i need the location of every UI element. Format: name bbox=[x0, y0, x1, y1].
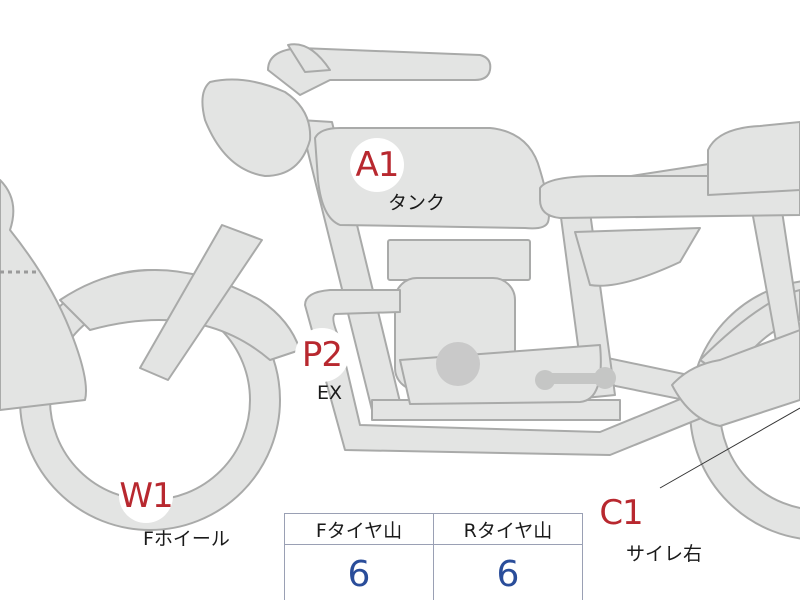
front-object bbox=[0, 179, 87, 411]
marker-p2-code: P2 bbox=[301, 335, 343, 375]
c1-leader-line bbox=[659, 407, 800, 489]
marker-p2-label: EX bbox=[317, 382, 343, 404]
tire-table-header-row: Fタイヤ山 Rタイヤ山 bbox=[284, 513, 583, 545]
marker-c1-code: C1 bbox=[599, 493, 643, 533]
rear-tire-value: 6 bbox=[433, 544, 583, 600]
front-tire-header: Fタイヤ山 bbox=[284, 513, 434, 545]
engine-head bbox=[387, 239, 531, 281]
front-fork bbox=[139, 224, 263, 381]
silencer bbox=[671, 329, 800, 427]
marker-c1: C1 bbox=[594, 486, 648, 540]
seat-hump bbox=[707, 121, 800, 196]
tire-table-value-row: 6 6 bbox=[284, 544, 583, 600]
marker-w1-label: Fホイール bbox=[143, 528, 230, 550]
exhaust-pipe bbox=[304, 289, 800, 456]
marker-p2: P2 bbox=[295, 328, 349, 382]
marker-a1-label: タンク bbox=[388, 192, 446, 214]
front-tire-value: 6 bbox=[284, 544, 434, 600]
side-cover bbox=[574, 227, 701, 287]
marker-c1-label: サイレ右 bbox=[626, 543, 703, 565]
headlight bbox=[201, 78, 312, 177]
marker-w1: W1 bbox=[119, 469, 174, 523]
handlebar bbox=[267, 47, 492, 96]
marker-w1-code: W1 bbox=[119, 476, 173, 516]
rear-tire-header: Rタイヤ山 bbox=[433, 513, 583, 545]
engine-dot bbox=[436, 342, 480, 386]
marker-a1-code: A1 bbox=[355, 145, 400, 185]
tire-tread-table: Fタイヤ山 Rタイヤ山 6 6 bbox=[284, 513, 583, 600]
marker-a1: A1 bbox=[350, 138, 404, 192]
mirror bbox=[287, 43, 331, 73]
